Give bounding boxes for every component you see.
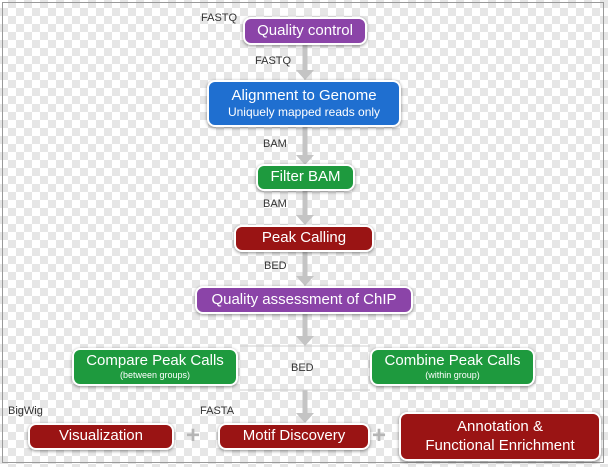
plus-sign-2: + xyxy=(372,422,387,449)
step-label: Filter BAM xyxy=(270,168,341,186)
step-label: Combine Peak Calls xyxy=(384,352,521,370)
label-fastq-top: FASTQ xyxy=(201,12,238,24)
step-visualization: Visualization xyxy=(28,423,174,450)
step-label: Annotation & xyxy=(457,417,543,435)
plus-sign-1: + xyxy=(186,422,201,449)
label-bigwig: BigWig xyxy=(8,405,43,417)
step-motif-discovery: Motif Discovery xyxy=(218,423,370,450)
step-label: Quality control xyxy=(257,21,353,39)
step-quality-control: Quality control xyxy=(243,17,367,45)
label-fastq-mid: FASTQ xyxy=(255,55,292,67)
step-combine-peak-calls: Combine Peak Calls (within group) xyxy=(370,348,535,386)
step-filter-bam: Filter BAM xyxy=(256,164,355,191)
step-label: Alignment to Genome xyxy=(231,86,377,104)
step-annotation-enrichment: Annotation & Functional Enrichment xyxy=(399,412,601,461)
label-bam-1: BAM xyxy=(263,138,287,150)
step-compare-peak-calls: Compare Peak Calls (between groups) xyxy=(72,348,238,386)
step-sublabel: Uniquely mapped reads only xyxy=(227,105,381,120)
step-sublabel: (between groups) xyxy=(119,369,191,380)
step-label: Visualization xyxy=(59,427,143,445)
step-quality-assessment: Quality assessment of ChIP xyxy=(195,286,413,314)
step-label: Functional Enrichment xyxy=(425,437,575,454)
label-fasta: FASTA xyxy=(200,405,235,417)
step-label: Quality assessment of ChIP xyxy=(211,290,397,308)
label-bed-2: BED xyxy=(291,362,314,374)
step-alignment-to-genome: Alignment to Genome Uniquely mapped read… xyxy=(207,80,401,127)
label-bed-1: BED xyxy=(264,260,287,272)
step-sublabel: (within group) xyxy=(425,369,480,380)
step-label: Peak Calling xyxy=(261,229,347,247)
step-label: Compare Peak Calls xyxy=(86,352,224,370)
step-peak-calling: Peak Calling xyxy=(234,225,374,252)
label-bam-2: BAM xyxy=(263,198,287,210)
step-label: Motif Discovery xyxy=(242,427,346,445)
